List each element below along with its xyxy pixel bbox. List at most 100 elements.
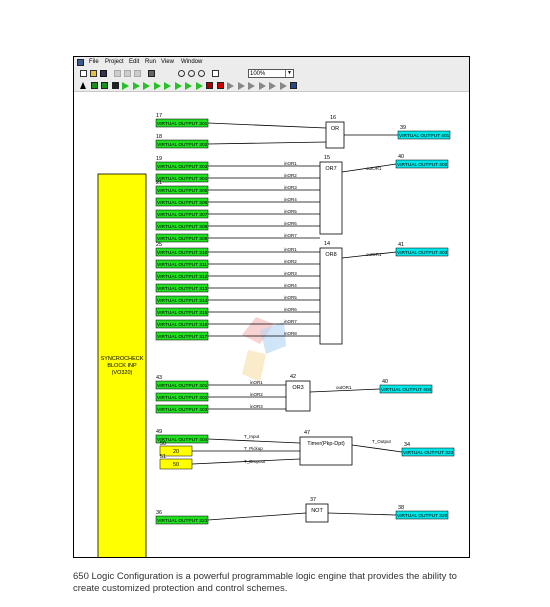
gate-label: OR8 [325, 252, 336, 258]
arrow-pointer-icon[interactable] [80, 82, 86, 89]
gate-pin-label: inOR1 [284, 161, 297, 166]
gate-number: 47 [304, 430, 310, 436]
gate-number: 16 [330, 115, 336, 121]
input-label: VIRTUAL OUTPUT 309 [157, 236, 208, 242]
or-gate-icon[interactable] [132, 82, 140, 90]
timer-tool-icon[interactable] [174, 82, 182, 90]
gate-number: 42 [290, 374, 296, 380]
paste-icon[interactable] [134, 70, 141, 77]
gate-label: Timer(Pkp-Dpt) [307, 441, 345, 447]
step-icon[interactable] [237, 82, 245, 90]
gate-pin-label: inOR6 [284, 221, 297, 226]
watermark-logo [242, 350, 266, 382]
output-tool-icon[interactable] [101, 82, 108, 89]
input-label: VIRTUAL OUTPUT 312 [157, 274, 208, 280]
gate-pin-label: inOR7 [284, 233, 297, 238]
gate-number: 14 [324, 241, 330, 247]
gate-pin-label: inOR2 [250, 392, 263, 397]
input-number: 17 [156, 113, 162, 119]
input-label: VIRTUAL OUTPUT 307 [157, 212, 208, 218]
gate-pin-label: inOR2 [284, 259, 297, 264]
watermark-logo [260, 322, 286, 354]
output-number: 38 [398, 505, 404, 511]
output-number: 40 [398, 154, 404, 160]
output-label: VIRTUAL OUTPUT 404 [381, 387, 432, 393]
library-tool-icon[interactable] [111, 82, 119, 89]
compare-tool-icon[interactable] [195, 82, 203, 90]
save-icon[interactable] [100, 70, 107, 77]
syncrocheck-block-label: BLOCK INP [107, 363, 137, 369]
open-folder-icon[interactable] [90, 70, 97, 77]
print-icon[interactable] [148, 70, 155, 77]
stop-icon[interactable] [216, 82, 224, 89]
output-label: VIRTUAL OUTPUT 401 [399, 133, 450, 139]
monitor-icon[interactable] [290, 82, 297, 89]
output-label: VIRTUAL OUTPUT 323 [403, 450, 454, 456]
output-label: VIRTUAL OUTPUT 320 [397, 513, 448, 519]
input-label: VIRTUAL OUTPUT 317 [157, 334, 208, 340]
zoom-select[interactable]: 100% ▼ [248, 69, 294, 78]
input-label: VIRTUAL OUTPUT 302 [157, 142, 208, 148]
wire [207, 122, 327, 129]
counter-tool-icon[interactable] [185, 82, 192, 90]
zoom-out-icon[interactable] [188, 70, 195, 77]
and-gate-icon[interactable] [122, 82, 129, 90]
gate-pin-label: outOR1 [366, 166, 382, 171]
compile-icon[interactable] [269, 82, 276, 90]
logic-editor-window: File Project Edit Run View Window 100% ▼… [73, 56, 470, 558]
gate-timer-47[interactable] [299, 436, 353, 466]
debug-icon[interactable] [248, 82, 255, 90]
menu-window[interactable]: Window [181, 59, 203, 65]
page-view-icon[interactable] [212, 70, 219, 77]
menu-project[interactable]: Project [105, 59, 124, 65]
gate-pin-label: inOR5 [284, 209, 297, 214]
not-gate-icon[interactable] [143, 82, 150, 90]
flipflop-icon[interactable] [164, 82, 171, 90]
syncrocheck-block-label: (VO320) [112, 370, 133, 376]
cut-icon[interactable] [114, 70, 121, 77]
wire [207, 438, 301, 444]
gate-or3-42[interactable] [285, 380, 311, 412]
input-tool-icon[interactable] [90, 82, 98, 89]
caption: 650 Logic Configuration is a powerful pr… [73, 571, 457, 594]
toolbar-logic [74, 80, 469, 92]
input-label: VIRTUAL OUTPUT 310 [157, 250, 208, 256]
wire [341, 251, 397, 259]
gate-pin-label: inOR2 [284, 173, 297, 178]
gate-number: 37 [310, 497, 316, 503]
syncrocheck-block[interactable] [97, 173, 147, 557]
wire [309, 388, 381, 393]
watch-icon[interactable] [258, 82, 266, 90]
gate-pin-label: outOR1 [336, 385, 352, 390]
input-label: VIRTUAL OUTPUT 311 [157, 262, 207, 268]
input-number: 21 [156, 180, 162, 186]
wire-tool-icon[interactable] [206, 82, 213, 89]
menu-edit[interactable]: Edit [129, 59, 140, 65]
wire [341, 163, 397, 173]
gate-pin-label: inOR3 [284, 271, 297, 276]
gate-pin-label: inOR6 [284, 307, 297, 312]
gate-or8-14[interactable] [319, 247, 343, 345]
output-number: 41 [398, 242, 404, 248]
input-label: VIRTUAL OUTPUT 316 [157, 322, 208, 328]
wire [327, 512, 397, 516]
run-icon[interactable] [227, 82, 234, 90]
output-number: 40 [382, 379, 388, 385]
gate-label: OR7 [325, 166, 336, 172]
menu-file[interactable]: File [89, 59, 99, 65]
new-file-icon[interactable] [80, 70, 87, 77]
input-label: VIRTUAL OUTPUT 403 [157, 407, 208, 413]
zoom-in-icon[interactable] [178, 70, 185, 77]
xor-gate-icon[interactable] [153, 82, 161, 90]
menu-view[interactable]: View [161, 59, 174, 65]
gate-or7-15[interactable] [319, 161, 343, 235]
gate-pin-label: T_Output [372, 439, 392, 444]
copy-icon[interactable] [124, 70, 131, 77]
output-number: 39 [400, 125, 406, 131]
menu-run[interactable]: Run [145, 59, 157, 65]
zoom-fit-icon[interactable] [198, 70, 205, 77]
input-label: VIRTUAL OUTPUT 308 [157, 224, 208, 230]
gate-pin-label: T_Input [244, 434, 260, 439]
download-icon[interactable] [279, 82, 287, 90]
